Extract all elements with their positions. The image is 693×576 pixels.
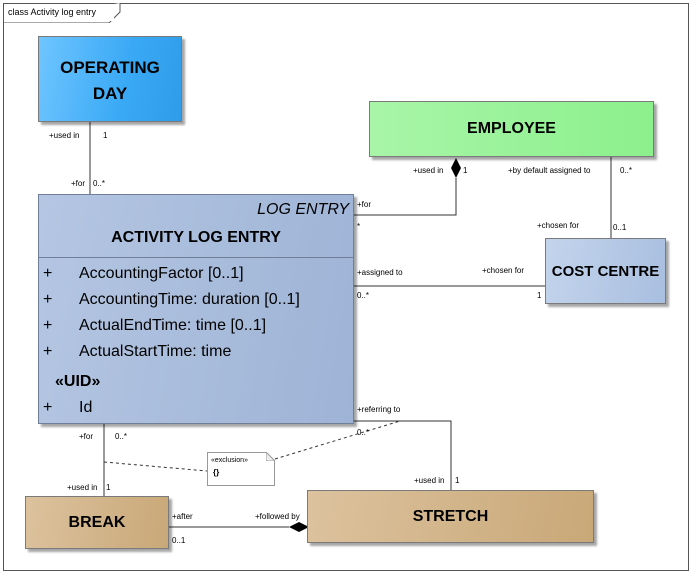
label-cost-mult-employee: 0..1 — [613, 223, 627, 232]
note-fold-corner — [266, 452, 275, 461]
class-employee-name: EMPLOYEE — [467, 120, 556, 137]
attribute-text: Id — [79, 399, 93, 416]
label-cost-role-ale: +chosen for — [482, 266, 525, 275]
label-stretch-mult-ale: 1 — [455, 476, 460, 485]
attribute-row-uid: + Id — [39, 399, 353, 417]
label-cost-role-employee: +chosen for — [537, 221, 580, 230]
label-ale-role-cost: +assigned to — [357, 268, 403, 277]
assoc-employee-ale — [354, 178, 457, 216]
frame-title: class Activity log entry — [4, 4, 115, 21]
class-stretch-name: STRETCH — [412, 507, 489, 525]
label-ale-role-stretch: +referring to — [357, 405, 401, 414]
label-ale-mult-employee: * — [357, 222, 361, 231]
label-ale-role-employee: +for — [357, 200, 372, 209]
attribute-text: AccountingFactor [0..1] — [79, 265, 244, 282]
class-break[interactable]: BREAK — [25, 496, 169, 549]
label-break-mult-stretch: 0..1 — [172, 536, 186, 545]
label-employee-mult-cost: 0..* — [620, 166, 633, 175]
label-opday-mult: 1 — [103, 131, 108, 140]
note-body: {} — [213, 468, 220, 477]
label-ale-mult-stretch: 0..* — [357, 428, 370, 437]
label-break-role-stretch: +after — [172, 512, 193, 521]
label-opday-role: +used in — [49, 131, 80, 140]
class-employee[interactable]: EMPLOYEE — [369, 101, 654, 157]
attribute-row: + ActualEndTime: time [0..1] — [39, 317, 353, 335]
label-cost-mult-ale: 1 — [537, 291, 542, 300]
exclusion-note[interactable]: «exclusion» {} — [207, 452, 275, 486]
attribute-text: AccountingTime: duration [0..1] — [79, 291, 300, 308]
label-ale-role-opday: +for — [71, 179, 86, 188]
attribute-text: ActualEndTime: time [0..1] — [79, 317, 267, 334]
label-employee-role-cost: +by default assigned to — [508, 166, 591, 175]
class-stretch[interactable]: STRETCH — [307, 490, 594, 543]
class-activity-log-entry[interactable]: LOG ENTRY ACTIVITY LOG ENTRY + Accountin… — [38, 194, 354, 424]
label-employee-role-ale: +used in — [413, 166, 444, 175]
composition-diamond-employee — [451, 158, 461, 178]
label-ale-mult-cost: 0..* — [357, 291, 370, 300]
class-ale-compartment-divider — [39, 257, 353, 258]
note-stereotype: «exclusion» — [211, 457, 248, 464]
uid-section-label: «UID» — [55, 373, 101, 390]
label-ale-role-break: +for — [79, 432, 94, 441]
label-ale-mult-break: 0..* — [115, 432, 128, 441]
label-ale-mult-opday: 0..* — [93, 179, 106, 188]
diagram-frame — [3, 3, 689, 571]
assoc-ale-stretch — [354, 420, 452, 490]
attribute-row: + AccountingFactor [0..1] — [39, 265, 353, 283]
class-break-name: BREAK — [68, 513, 126, 531]
label-break-mult-ale: 1 — [106, 483, 111, 492]
attribute-row: + AccountingTime: duration [0..1] — [39, 291, 353, 309]
label-stretch-role-ale: +used in — [414, 476, 445, 485]
attribute-visibility: + — [43, 265, 53, 282]
attribute-visibility: + — [43, 317, 53, 334]
class-ale-stereotype: LOG ENTRY — [257, 201, 349, 218]
class-cost-centre-name: COST CENTRE — [551, 262, 660, 280]
note-link-ale-break — [103, 461, 208, 472]
class-operating-day-name: OPERATING DAY — [60, 58, 160, 103]
attribute-visibility: + — [43, 343, 53, 360]
label-stretch-role-break: +followed by — [255, 512, 300, 521]
label-employee-mult-ale: 1 — [463, 166, 468, 175]
attribute-text: ActualStartTime: time — [79, 343, 232, 360]
class-ale-name: ACTIVITY LOG ENTRY — [111, 229, 281, 246]
attribute-visibility: + — [43, 399, 53, 416]
attribute-row: + ActualStartTime: time — [39, 343, 353, 361]
attribute-visibility: + — [43, 291, 53, 308]
note-link-ale-stretch — [274, 420, 401, 460]
class-cost-centre[interactable]: COST CENTRE — [545, 238, 666, 304]
class-operating-day[interactable]: OPERATING DAY — [38, 36, 182, 122]
composition-diamond-stretch — [289, 522, 309, 532]
label-break-role-ale: +used in — [67, 483, 98, 492]
